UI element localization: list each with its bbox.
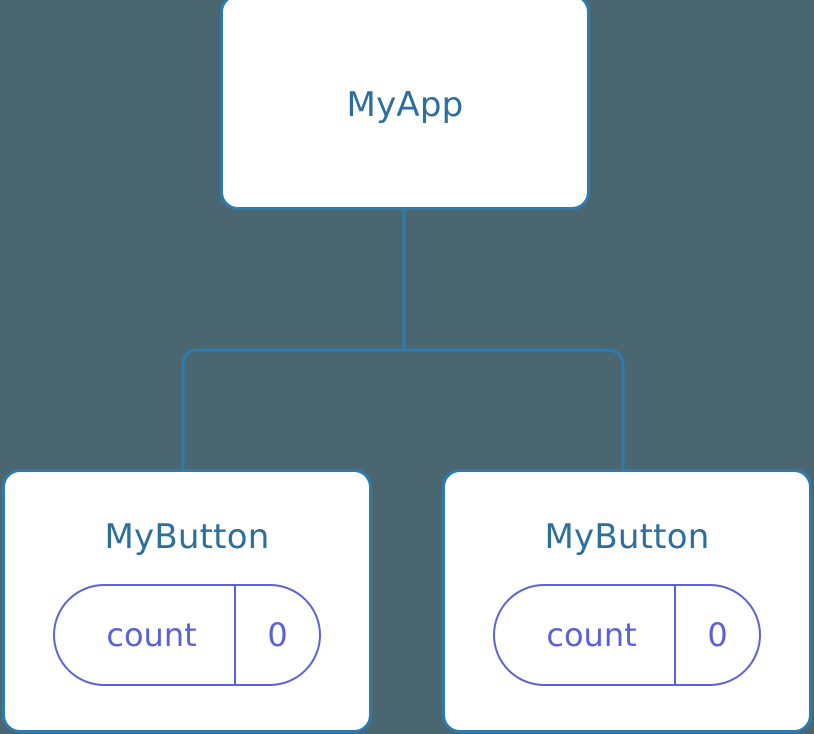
connector-root-to-child-0 [181,348,404,471]
state-pill[interactable]: count 0 [53,584,321,686]
state-value: 0 [674,586,759,684]
state-key: count [106,616,197,654]
node-mybutton-0[interactable]: MyButton count 0 [2,469,372,733]
state-pill[interactable]: count 0 [493,584,761,686]
node-mybutton-1[interactable]: MyButton count 0 [442,469,812,733]
connector-root-to-child-1 [404,348,625,471]
state-key: count [546,616,637,654]
node-title: MyApp [346,85,464,125]
node-title: MyButton [544,517,710,557]
node-title: MyButton [104,517,270,557]
node-myapp[interactable]: MyApp [220,0,590,210]
state-value: 0 [234,586,319,684]
